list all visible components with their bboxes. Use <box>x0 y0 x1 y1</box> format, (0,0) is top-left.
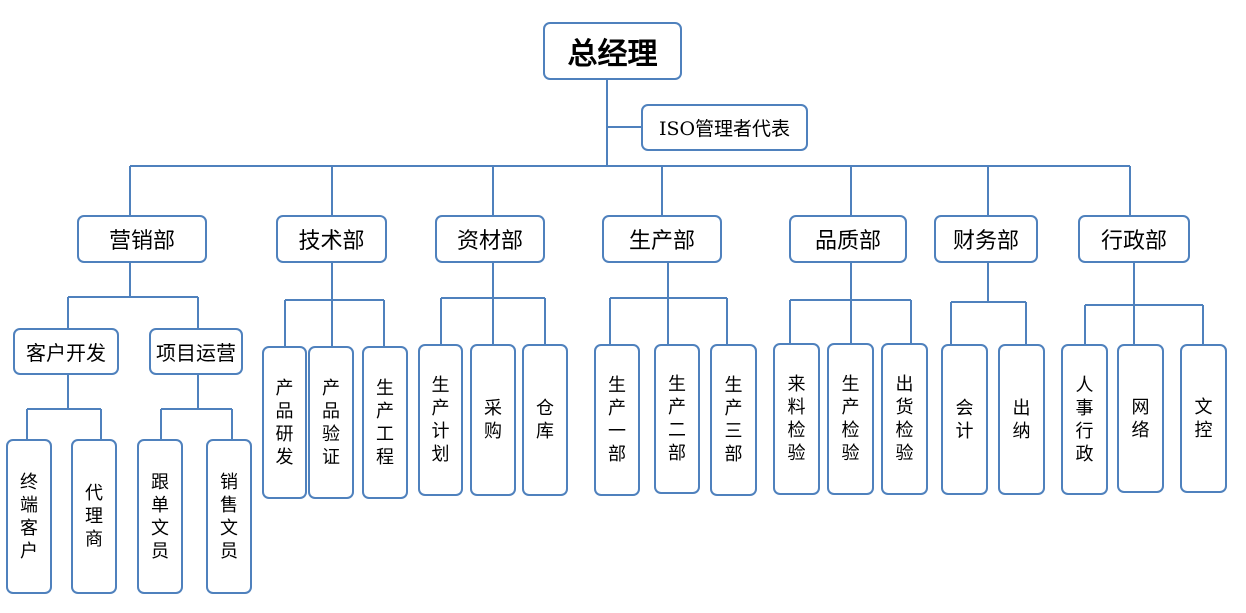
unit-label: 生产一部 <box>608 375 626 465</box>
dept-label: 资材部 <box>456 229 523 254</box>
dept-label: 技术部 <box>298 229 365 254</box>
unit-label: 客户开发 <box>26 341 106 365</box>
unit-label: 文控 <box>1194 396 1213 441</box>
iso-rep-box: ISO管理者代表 <box>641 104 808 151</box>
unit-label: 出纳 <box>1012 397 1031 442</box>
dept-production: 生产部 <box>602 215 722 263</box>
team-label: 跟单文员 <box>151 471 169 562</box>
unit-label: 生产三部 <box>724 375 743 465</box>
dept-materials: 资材部 <box>435 215 545 263</box>
dept-finance: 财务部 <box>934 215 1038 263</box>
unit-label: 来料检验 <box>787 374 806 464</box>
unit-prod-planning: 生产计划 <box>418 344 463 496</box>
dept-quality: 品质部 <box>789 215 907 263</box>
dept-admin: 行政部 <box>1078 215 1190 263</box>
iso-rep-label: ISO管理者代表 <box>658 118 791 140</box>
unit-doc-control: 文控 <box>1180 344 1227 493</box>
unit-outgoing-qc: 出货检验 <box>881 343 928 495</box>
unit-label: 生产工程 <box>376 377 394 468</box>
unit-production-2: 生产二部 <box>654 344 700 494</box>
unit-label: 网络 <box>1131 396 1150 441</box>
unit-cashier: 出纳 <box>998 344 1045 495</box>
unit-product-rd: 产品研发 <box>262 346 307 499</box>
dept-label: 行政部 <box>1100 229 1167 254</box>
unit-label: 产品验证 <box>322 377 340 468</box>
unit-label: 生产计划 <box>431 375 450 465</box>
team-order-clerk: 跟单文员 <box>137 439 183 594</box>
dept-technology: 技术部 <box>276 215 387 263</box>
unit-hr-admin: 人事行政 <box>1061 344 1108 495</box>
team-label: 销售文员 <box>220 471 238 562</box>
unit-label: 会计 <box>955 397 974 442</box>
dept-label: 生产部 <box>628 229 695 254</box>
ceo-box: 总经理 <box>543 22 682 80</box>
unit-process-qc: 生产检验 <box>827 343 874 495</box>
unit-customer-dev: 客户开发 <box>13 328 119 375</box>
unit-label: 采购 <box>484 398 502 442</box>
dept-label: 营销部 <box>108 229 175 254</box>
unit-label: 项目运营 <box>156 341 236 365</box>
dept-marketing: 营销部 <box>77 215 207 263</box>
unit-label: 仓库 <box>536 398 554 442</box>
unit-project-ops: 项目运营 <box>149 328 243 375</box>
unit-label: 生产检验 <box>841 374 860 464</box>
unit-label: 人事行政 <box>1075 374 1094 465</box>
unit-production-1: 生产一部 <box>594 344 640 496</box>
unit-prod-engineering: 生产工程 <box>362 346 408 499</box>
team-label: 代理商 <box>85 483 103 550</box>
dept-label: 财务部 <box>952 229 1019 254</box>
team-sales-clerk: 销售文员 <box>206 439 252 594</box>
unit-purchasing: 采购 <box>470 344 516 496</box>
unit-production-3: 生产三部 <box>710 344 757 496</box>
dept-label: 品质部 <box>814 229 881 254</box>
unit-network: 网络 <box>1117 344 1164 493</box>
unit-warehouse: 仓库 <box>522 344 568 496</box>
unit-label: 产品研发 <box>275 377 294 468</box>
team-label: 终端客户 <box>20 471 38 562</box>
unit-product-verify: 产品验证 <box>308 346 354 499</box>
team-end-customer: 终端客户 <box>6 439 52 594</box>
unit-accounting: 会计 <box>941 344 988 495</box>
unit-incoming-qc: 来料检验 <box>773 343 820 495</box>
unit-label: 生产二部 <box>668 374 686 464</box>
team-agent: 代理商 <box>71 439 117 594</box>
unit-label: 出货检验 <box>895 374 914 464</box>
ceo-label: 总经理 <box>567 37 658 72</box>
